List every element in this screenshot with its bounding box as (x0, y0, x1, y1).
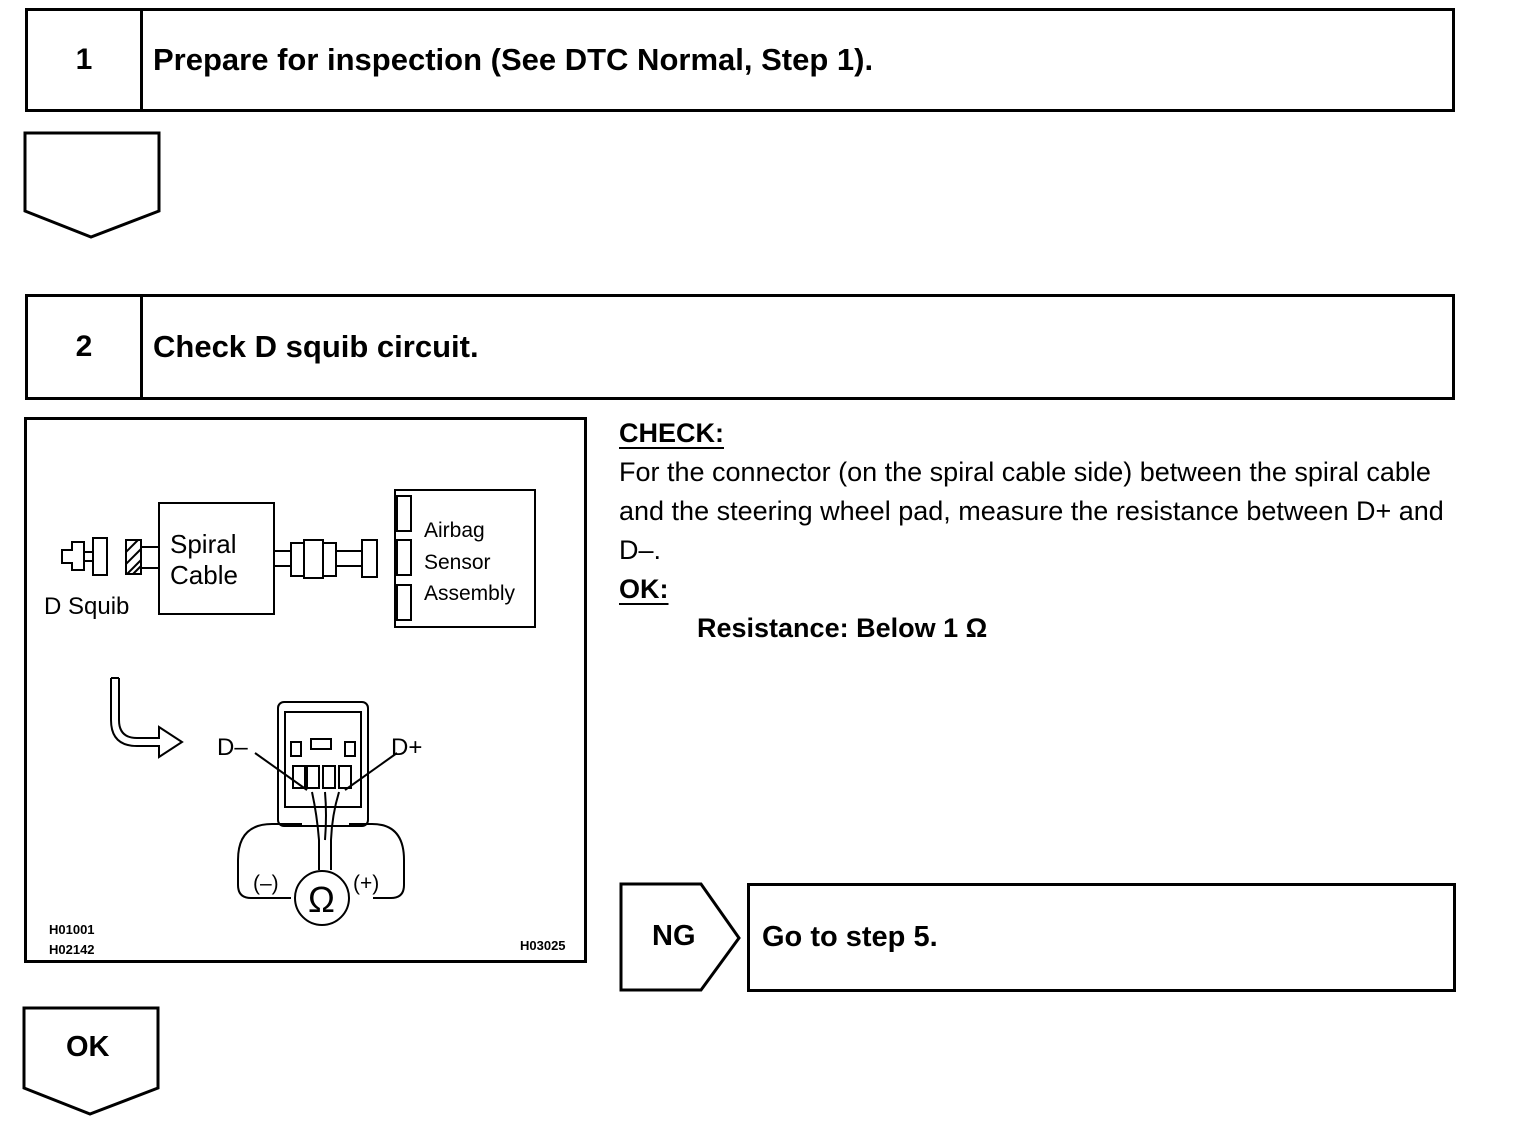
resistance-spec: Resistance: Below 1 Ω (697, 613, 988, 643)
circuit-figure: D Squib Spiral Cable Airbag Sensor Assem… (24, 417, 587, 963)
d-squib-label: D Squib (44, 593, 129, 620)
airbag-label-line1: Airbag (424, 519, 485, 542)
ok-arrow-icon (22, 1006, 160, 1116)
ng-arrow-icon (619, 882, 741, 992)
figure-code: H02142 (49, 942, 95, 957)
ok-heading: OK: (619, 574, 669, 604)
spiral-label-line1: Spiral (170, 529, 236, 559)
circuit-diagram: D Squib Spiral Cable Airbag Sensor Assem… (44, 489, 536, 926)
step-1-box: 1 Prepare for inspection (See DTC Normal… (25, 8, 1455, 112)
ng-label: NG (652, 920, 696, 952)
check-section: CHECK: For the connector (on the spiral … (619, 414, 1459, 648)
pos-terminal-label: (+) (353, 872, 379, 895)
figure-code: H03025 (520, 938, 566, 953)
ng-action-box: Go to step 5. (747, 883, 1456, 992)
d-plus-label: D+ (391, 734, 422, 761)
airbag-label-line2: Sensor (424, 551, 491, 574)
ng-action-text: Go to step 5. (762, 921, 938, 953)
step-title: Check D squib circuit. (153, 329, 479, 364)
step-title: Prepare for inspection (See DTC Normal, … (153, 42, 874, 77)
neg-terminal-label: (–) (253, 872, 279, 895)
down-arrow-icon (23, 131, 161, 239)
step-2-box: 2 Check D squib circuit. (25, 294, 1455, 400)
figure-code: H01001 (49, 922, 95, 937)
check-body: For the connector (on the spiral cable s… (619, 457, 1444, 565)
airbag-label-line3: Assembly (424, 582, 516, 605)
ohm-icon: Ω (308, 879, 335, 920)
step-number: 1 (28, 11, 143, 109)
ok-label: OK (66, 1031, 110, 1063)
spiral-label-line2: Cable (170, 560, 238, 590)
check-heading: CHECK: (619, 418, 724, 448)
step-number: 2 (28, 297, 143, 397)
d-minus-label: D– (217, 734, 248, 761)
